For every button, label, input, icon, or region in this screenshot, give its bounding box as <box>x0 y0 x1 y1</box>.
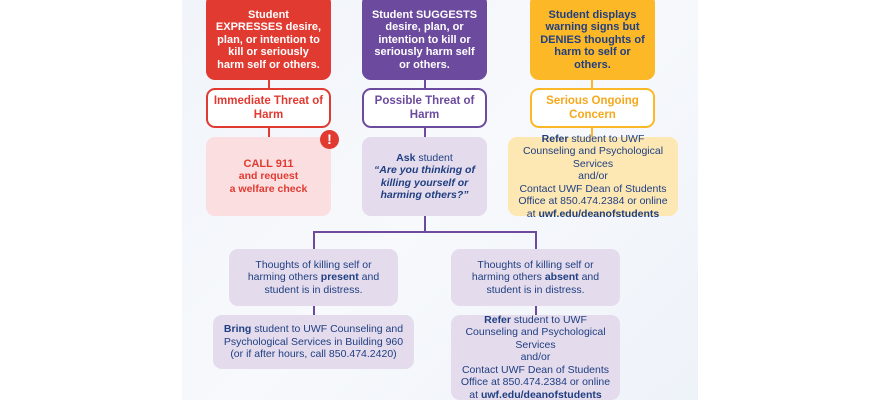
ask-student-box: Ask student “Are you thinking of killing… <box>362 137 487 216</box>
denies-box: Student displays warning signs but DENIE… <box>530 0 655 80</box>
immediate-threat-label: Immediate Threat of Harm <box>206 88 331 128</box>
expresses-box: Student EXPRESSES desire, plan, or inten… <box>206 0 331 80</box>
possible-threat-label: Possible Threat of Harm <box>362 88 487 128</box>
refer-box: Refer student to UWF Counseling and Psyc… <box>508 133 678 220</box>
branch-connector <box>313 231 537 233</box>
call-911-box: CALL 911 and request a welfare check <box>206 137 331 216</box>
deanofstudents-link[interactable]: uwf.edu/deanofstudents <box>480 388 602 401</box>
branch-right-connector <box>535 231 537 249</box>
refer-student-box: Refer student to UWF Counseling and Psyc… <box>451 314 620 401</box>
bring-student-box: Bring student to UWF Counseling and Psyc… <box>213 315 414 369</box>
present-condition-box: Thoughts of killing self or harming othe… <box>229 249 398 306</box>
exclamation-icon: ! <box>320 130 339 149</box>
suggests-box: Student SUGGESTS desire, plan, or intent… <box>362 0 487 80</box>
absent-condition-box: Thoughts of killing self or harming othe… <box>451 249 620 306</box>
deanofstudents-link[interactable]: uwf.edu/deanofstudents <box>538 207 660 220</box>
branch-right-connector-2 <box>535 305 537 315</box>
branch-left-connector-2 <box>313 305 315 315</box>
branch-left-connector <box>313 231 315 249</box>
serious-concern-label: Serious Ongoing Concern <box>530 88 655 128</box>
